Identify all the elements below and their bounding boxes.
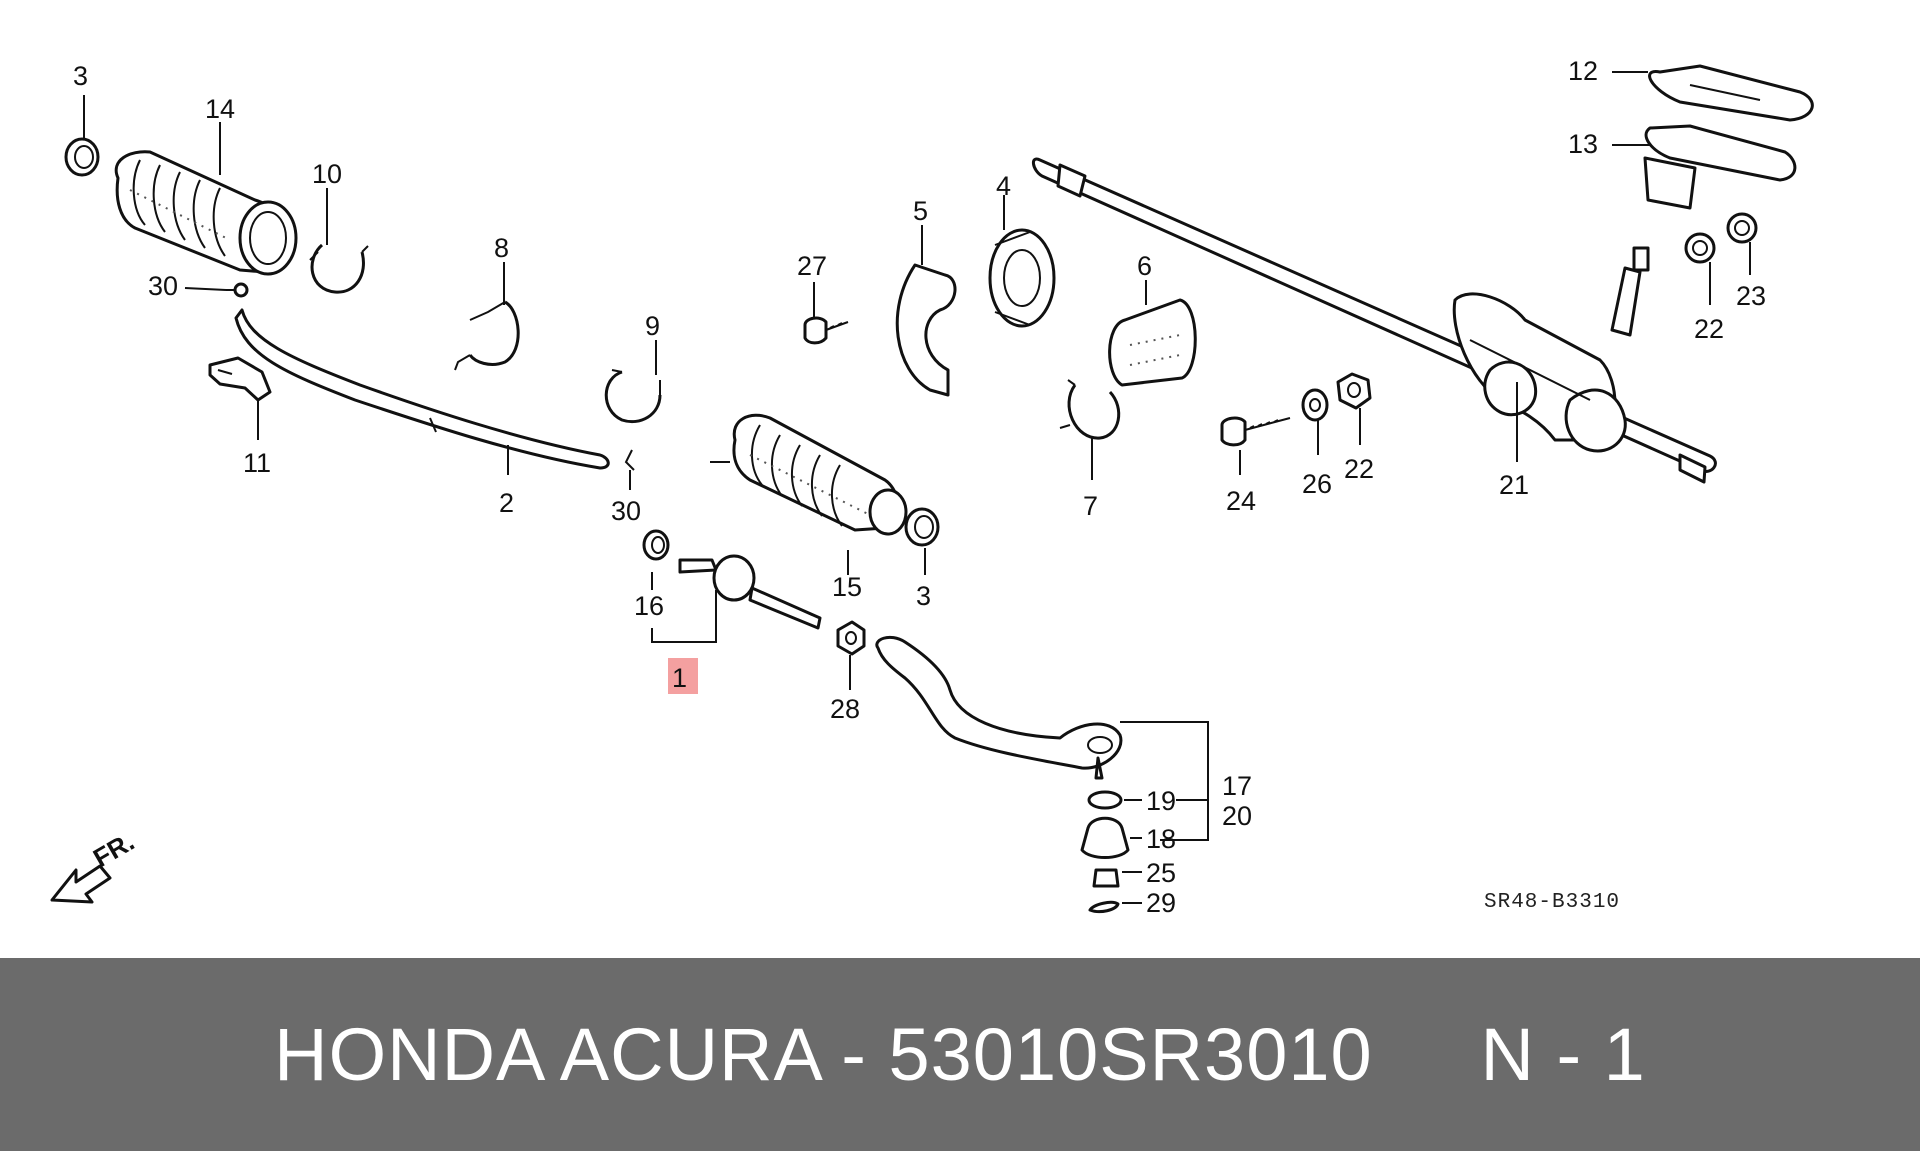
callout-16: 16 <box>634 591 664 621</box>
callout-24: 24 <box>1226 486 1256 516</box>
callout-23: 23 <box>1736 281 1766 311</box>
seal-ring-3-left <box>64 137 100 177</box>
nut-22-mid <box>1336 372 1372 410</box>
bracket-line-1 <box>651 590 717 643</box>
diagram-svg: FR. 3 14 10 30 8 9 11 <box>50 56 1814 918</box>
callout-3-right: 3 <box>916 581 931 611</box>
bushing-23 <box>1726 212 1758 244</box>
callout-22-mid: 22 <box>1344 454 1374 484</box>
callout-9: 9 <box>645 311 660 341</box>
highlight-marker <box>668 658 698 694</box>
callout-18: 18 <box>1146 824 1176 854</box>
callout-19: 19 <box>1146 786 1176 816</box>
seal-16 <box>642 529 670 561</box>
cotter-pin-29 <box>1088 900 1120 914</box>
gasket-12 <box>1648 64 1814 122</box>
callout-10: 10 <box>312 159 342 189</box>
clip-30-top <box>226 282 249 298</box>
boot-18 <box>1080 816 1130 859</box>
tie-rod-inner-1 <box>678 554 822 630</box>
breather-tube-2 <box>234 308 610 470</box>
callout-21: 21 <box>1499 470 1529 500</box>
callout-15: 15 <box>832 572 862 602</box>
clip-30-bottom <box>624 449 635 471</box>
bracket-11 <box>208 356 272 402</box>
gasket-13 <box>1643 124 1797 210</box>
callout-13: 13 <box>1568 129 1598 159</box>
callout-3-left: 3 <box>73 61 88 91</box>
boot-clamp-10 <box>309 243 369 294</box>
callout-14: 14 <box>205 94 235 124</box>
front-direction-arrow: FR. <box>50 826 139 904</box>
bracket-5 <box>895 263 957 397</box>
parts-diagram: FR. 3 14 10 30 8 9 11 <box>50 56 1814 918</box>
steering-rack-housing-21 <box>1032 157 1717 484</box>
callout-11: 11 <box>243 448 271 478</box>
callout-28: 28 <box>830 694 860 724</box>
callout-27: 27 <box>797 251 827 281</box>
leader-lines-lower <box>1122 799 1142 904</box>
washer-26 <box>1301 388 1329 422</box>
bushing-6 <box>1108 298 1197 387</box>
callout-1: 1 <box>672 663 687 693</box>
bolt-27 <box>803 316 849 345</box>
tie-rod-end-17-20 <box>875 635 1123 780</box>
lock-nut-28 <box>836 620 866 656</box>
steering-boot-left <box>114 150 298 276</box>
callout-20: 20 <box>1222 801 1252 831</box>
seal-19 <box>1087 790 1123 810</box>
footer-part-title: HONDA ACURA - 53010SR3010 N - 1 <box>274 1013 1646 1096</box>
bushing-4 <box>988 228 1056 328</box>
boot-clamp-8 <box>454 300 520 371</box>
castle-nut-25 <box>1092 868 1120 888</box>
bracket-line-17-20 <box>1120 721 1209 841</box>
callout-30-top: 30 <box>148 271 178 301</box>
callout-17: 17 <box>1222 771 1252 801</box>
front-direction-label: FR. <box>88 826 139 873</box>
callout-6: 6 <box>1137 251 1152 281</box>
footer-banner: HONDA ACURA - 53010SR3010 N - 1 <box>0 958 1920 1151</box>
leader-lines <box>83 71 1751 690</box>
clamp-7 <box>1059 379 1121 440</box>
seal-ring-3-right <box>904 507 940 547</box>
diagram-code: SR48-B3310 <box>1484 891 1620 914</box>
callout-30-bottom: 30 <box>611 496 641 526</box>
callout-12: 12 <box>1568 56 1598 86</box>
callout-2: 2 <box>499 488 514 518</box>
callout-29: 29 <box>1146 888 1176 918</box>
callout-labels: 3 14 10 30 8 9 11 2 30 16 1 15 3 28 27 5… <box>73 56 1766 918</box>
callout-7: 7 <box>1083 491 1098 521</box>
boot-clamp-9 <box>604 369 662 423</box>
callout-22-top: 22 <box>1694 314 1724 344</box>
callout-4: 4 <box>996 171 1011 201</box>
bushing-22-top <box>1684 232 1716 264</box>
callout-26: 26 <box>1302 469 1332 499</box>
steering-boot-right <box>710 413 908 536</box>
callout-5: 5 <box>913 196 928 226</box>
callout-25: 25 <box>1146 858 1176 888</box>
bolt-24 <box>1220 416 1291 447</box>
callout-8: 8 <box>494 233 509 263</box>
